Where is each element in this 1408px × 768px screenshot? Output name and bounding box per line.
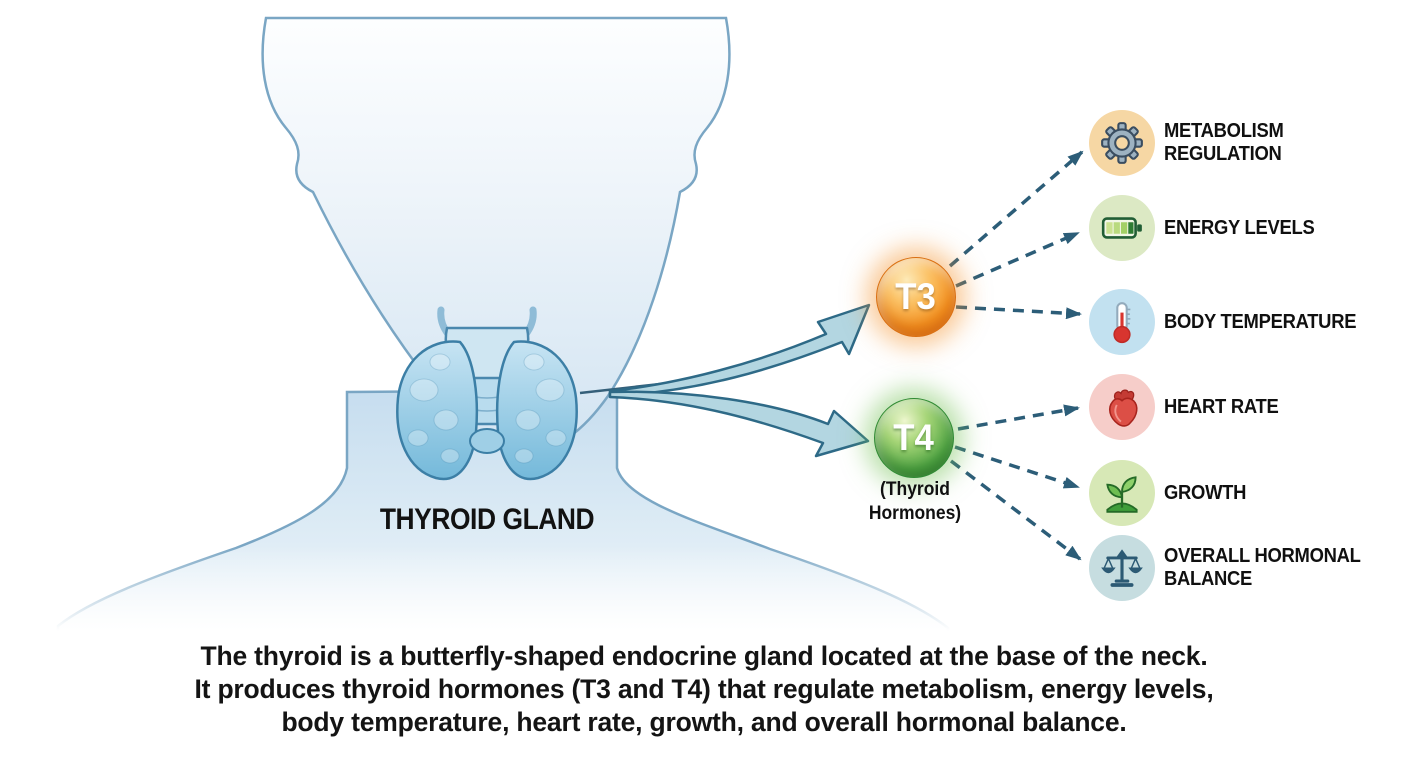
effect-label-metabolism: METABOLISM REGULATION xyxy=(1164,120,1284,165)
plant-icon xyxy=(1106,476,1138,513)
dashed-arrow-temperature xyxy=(955,305,1082,320)
dashed-arrow-metabolism xyxy=(948,150,1084,268)
thyroid-left-lobe xyxy=(396,340,479,481)
heart-icon-circle xyxy=(1089,374,1155,440)
t3-label: T3 xyxy=(895,276,937,317)
dashed-arrow-heart xyxy=(957,404,1080,431)
effect-row-temperature: BODY TEMPERATURE xyxy=(1089,289,1373,355)
thyroid-isthmus xyxy=(469,428,505,454)
thyroid-gland-label: THYROID GLAND xyxy=(379,503,595,536)
thyroid-right-lobe xyxy=(495,340,578,481)
caption-block: The thyroid is a butterfly-shaped endocr… xyxy=(104,640,1304,739)
caption-line-2: It produces thyroid hormones (T3 and T4)… xyxy=(194,674,1214,704)
effect-label-energy: ENERGY LEVELS xyxy=(1164,216,1315,239)
growth-icon-circle xyxy=(1089,460,1155,526)
balance-icon-circle xyxy=(1089,535,1155,601)
t4-label: T4 xyxy=(893,417,935,458)
effect-row-growth: GROWTH xyxy=(1089,460,1253,526)
effect-label-temperature: BODY TEMPERATURE xyxy=(1164,310,1357,333)
energy-icon-circle xyxy=(1089,195,1155,261)
dashed-arrow-growth xyxy=(954,445,1080,489)
effect-label-heart: HEART RATE xyxy=(1164,395,1279,418)
effect-row-balance: OVERALL HORMONAL BALANCE xyxy=(1089,535,1378,601)
dashed-arrow-balance xyxy=(949,459,1082,561)
dashed-arrow-energy xyxy=(955,231,1080,288)
balance-scale-icon xyxy=(1101,549,1143,587)
hormone-group-caption: (Thyroid Hormones) xyxy=(868,479,962,524)
caption-line-3: body temperature, heart rate, growth, an… xyxy=(281,707,1127,737)
t3-hormone-badge: T3 xyxy=(876,257,956,337)
thyroid-texture xyxy=(407,353,567,464)
thermometer-icon xyxy=(1113,302,1131,344)
metabolism-icon-circle xyxy=(1089,110,1155,176)
caption-line-1: The thyroid is a butterfly-shaped endocr… xyxy=(200,641,1208,671)
arrow-to-t3 xyxy=(608,303,871,398)
temperature-icon-circle xyxy=(1089,289,1155,355)
effect-row-metabolism: METABOLISM REGULATION xyxy=(1089,110,1294,176)
battery-icon xyxy=(1101,217,1142,239)
effect-row-energy: ENERGY LEVELS xyxy=(1089,195,1328,261)
arrow-to-t4 xyxy=(608,390,870,458)
heart-icon xyxy=(1108,389,1138,427)
t4-hormone-badge: T4 xyxy=(874,398,954,478)
effect-row-heart: HEART RATE xyxy=(1089,374,1288,440)
gear-icon xyxy=(1101,122,1143,164)
effect-label-balance: OVERALL HORMONAL BALANCE xyxy=(1164,545,1361,590)
effect-label-growth: GROWTH xyxy=(1164,481,1247,504)
